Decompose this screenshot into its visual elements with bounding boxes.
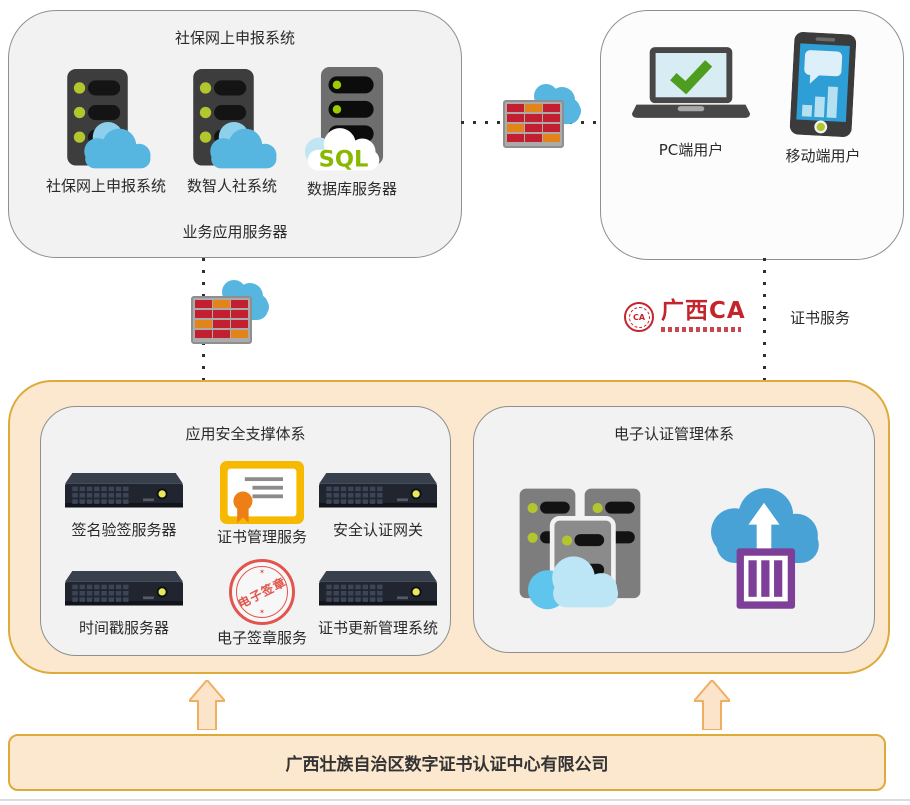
stamp-node: 电子签章 电子签章服务 [187,559,337,648]
server-cloud-icon [180,69,284,175]
item-label: 证书更新管理系统 [317,619,438,637]
item-label: 电子签章服务 [216,629,307,647]
firewall-cloud-icon [190,276,270,346]
upload-arrow [748,502,780,551]
guangxi-ca-logo: CA 广西CA [624,298,746,333]
ca-tagline-microtext [661,327,741,333]
user-label: PC端用户 [658,141,724,159]
box-footer: 业务应用服务器 [182,223,288,241]
server-label: 数智人社系统 [186,177,277,195]
server-farm-cloud-icon [519,488,641,610]
security-support-panel: 应用安全支撑体系 签名验签服务器 证书管理服务 安 [40,406,451,656]
laptop-check-icon [632,47,750,118]
e-auth-management-panel: 电子认证管理体系 [473,406,875,653]
pc-user-node: PC端用户 [621,47,761,160]
rack-node: 时间戳服务器 [49,571,199,638]
item-label: 时间戳服务器 [78,619,169,637]
ca-badge-icon: CA [624,302,654,332]
rack-server-icon [319,473,437,513]
server-label: 社保网上申报系统 [45,177,166,195]
ca-badge-text: CA [628,306,650,328]
cert-service-label: 证书服务 [790,309,851,327]
ca-platform-box: 应用安全支撑体系 签名验签服务器 证书管理服务 安 [8,380,890,674]
company-name: 广西壮族自治区数字证书认证中心有限公司 [285,755,609,775]
panel-title: 应用安全支撑体系 [185,425,306,443]
page-edge-line [0,799,910,801]
sql-database-cloud-icon: SQL [304,67,384,173]
up-arrow-icon [694,680,730,730]
up-arrow-icon [189,680,225,730]
item-label: 签名验签服务器 [71,521,177,539]
mobile-user-icon [789,32,857,137]
social-security-system-box: 社保网上申报系统 社保网上申报系统 数智人社系统 [8,10,462,258]
server-node: 数智人社系统 [157,69,307,196]
server-cloud-icon [54,69,158,175]
firewall-cloud-icon [502,80,582,150]
cloud-upload-container-icon [711,488,819,609]
rack-node: 证书更新管理系统 [303,571,453,638]
dotted-connector-vertical-right [763,258,766,380]
item-label: 安全认证网关 [332,521,423,539]
rack-node: 签名验签服务器 [49,473,199,540]
panel-title: 电子认证管理体系 [613,425,734,443]
rack-server-icon [65,473,183,513]
user-label: 移动端用户 [785,147,861,165]
ca-brand-text: 广西CA [661,298,746,324]
rack-server-icon [319,571,437,611]
stamp-ring: 电子签章 [235,566,289,618]
certificate-node: 证书管理服务 [187,461,337,547]
item-label: 证书管理服务 [216,528,307,546]
certificate-icon [220,461,304,524]
mobile-user-node: 移动端用户 [753,32,893,166]
stamp-icon: 电子签章 [229,559,295,625]
box-title: 社保网上申报系统 [174,29,295,47]
database-node: SQL 数据库服务器 [277,67,427,199]
server-node: 社保网上申报系统 [31,69,181,196]
rack-node: 安全认证网关 [303,473,453,540]
users-box: PC端用户 移动端用户 [600,10,904,260]
sql-label: SQL [319,147,369,173]
company-bar: 广西壮族自治区数字证书认证中心有限公司 [8,734,886,791]
rack-server-icon [65,571,183,611]
server-label: 数据库服务器 [306,180,397,198]
stamp-text: 电子签章 [235,574,289,611]
